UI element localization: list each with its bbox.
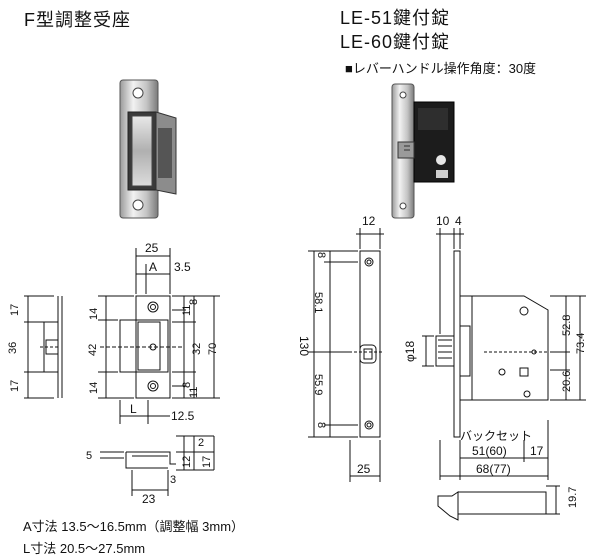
dim-right-32: 32 [191,343,203,355]
l-dimension-note: L寸法 20.5〜27.5mm [23,541,146,556]
strike-title: F型調整受座 [24,10,131,30]
lock-photo [391,83,455,219]
dim-bottom-17: 17 [201,456,213,468]
dim-right-11-top: 11 [181,305,193,316]
dim-25-top: 25 [145,241,159,255]
dim-right-70: 70 [207,343,219,355]
dim-10: 10 [436,214,450,228]
dim-l-offset: 12.5 [171,409,195,423]
dim-73-4: 73.4 [575,333,587,354]
dim-right-11-bottom: 11 [188,387,200,398]
lock-title-le60: LE-60鍵付錠 [340,32,451,52]
dim-bottom-2: 2 [198,437,204,449]
dim-left-17-bottom: 17 [9,380,21,392]
dim-l: L [130,402,137,416]
dim-58-1: 58.1 [312,292,324,313]
dim-a-offset: 3.5 [174,260,191,274]
dim-inner-42: 42 [87,344,99,356]
dim-inner-14-top: 14 [88,308,100,320]
dim-52-8: 52.8 [561,315,573,336]
dim-19-7: 19.7 [567,487,579,508]
dim-130: 130 [297,336,311,356]
strike-side-view [24,295,63,399]
lock-faceplate-view [308,228,384,482]
dim-25-lock: 25 [357,462,371,476]
dim-bottom-23: 23 [142,492,156,506]
dim-51-60: 51(60) [472,444,507,458]
dim-55-9: 55.9 [312,374,324,395]
lock-title-le51: LE-51鍵付錠 [340,8,451,28]
dim-bottom-3: 3 [170,474,176,486]
dim-68-77: 68(77) [476,462,511,476]
a-dimension-note: A寸法 13.5〜16.5mm（調整幅 3mm） [23,519,245,534]
dim-8-top: 8 [315,252,327,258]
dim-faceplate-12: 12 [362,214,376,228]
dim-right-8-top: 8 [188,299,200,305]
dim-8-bottom: 8 [315,422,327,428]
dim-20-6: 20.6 [561,371,573,392]
lock-side-view [422,228,586,521]
dim-17-lock: 17 [530,444,544,458]
dim-a: A [149,260,157,274]
dim-phi18: φ18 [403,341,417,362]
strike-front-view [98,248,220,424]
dim-right-8-bottom: 8 [181,382,193,388]
lever-angle-note: ■レバーハンドル操作角度：30度 [345,61,537,76]
dim-bottom-5: 5 [86,450,92,462]
dim-left-17-top: 17 [9,304,21,316]
backset-label: バックセット [460,429,532,443]
strike-section-view [100,435,215,496]
dim-left-36: 36 [7,342,19,354]
strike-plate-photo [119,79,177,219]
dim-4: 4 [455,214,462,228]
dim-inner-14-bottom: 14 [88,382,100,394]
dim-bottom-12: 12 [181,456,193,468]
